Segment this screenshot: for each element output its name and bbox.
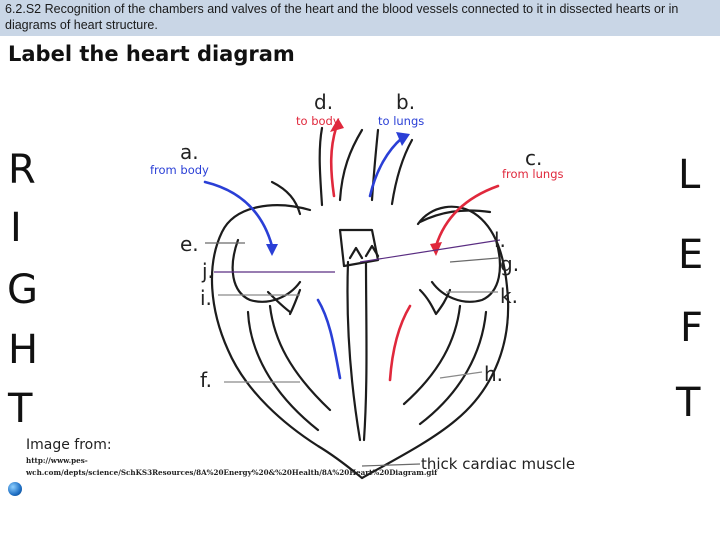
right-letter-g: G [7,267,38,313]
left-letter-t: T [676,380,701,426]
source-heading: Image from: [26,437,112,453]
right-ventricle-wall [246,310,320,432]
left-atrium-wall [430,238,502,303]
flow-from-body-arrowhead [266,244,278,256]
globe-icon[interactable] [8,482,22,496]
flow-left-ventricle-arrow [388,304,412,382]
right-letter-h: H [8,327,39,373]
label-j: j. [202,259,214,283]
pulmonary-vein [418,209,492,224]
semilunar-valve [348,244,380,260]
left-letter-l: L [678,152,701,198]
pointer-l [359,239,501,263]
label-l: l. [494,228,506,252]
left-letter-f: F [680,305,704,351]
sublabel-from-lungs: from lungs [502,167,564,181]
flow-to-body-arrowhead [330,118,344,132]
right-av-valve [266,288,302,316]
aorta-right-wall [338,128,364,202]
sublabel-from-body: from body [150,163,209,177]
pulmonary-trunk-left [370,128,380,202]
label-e: e. [180,232,199,256]
label-c: c. [525,146,543,170]
septum-left [346,260,362,442]
flow-to-lungs-arrow [368,136,404,198]
label-b: b. [396,90,416,114]
label-f: f. [200,368,212,392]
sublabel-to-body: to body [296,114,340,128]
label-a: a. [180,140,199,164]
flow-from-lungs-arrow [434,184,500,248]
right-letter-r: R [8,147,36,193]
flow-from-lungs-arrowhead [430,242,442,256]
banner-text: 6.2.S2 Recognition of the chambers and v… [5,2,679,32]
left-letter-e: E [678,232,704,278]
aorta-left-wall [318,126,324,207]
septum-right [362,260,368,442]
right-atrium-wall [231,238,302,303]
header-banner: 6.2.S2 Recognition of the chambers and v… [0,0,720,36]
source-url[interactable]: http://www.pes-wch.com/depts/science/Sch… [26,456,438,477]
right-letter-i: I [10,205,22,251]
label-i: i. [200,286,212,310]
cardiac-muscle-label: thick cardiac muscle [421,455,576,473]
sublabel-to-lungs: to lungs [378,114,425,128]
pulmonary-trunk-right [390,138,414,206]
septum-cap [338,228,380,268]
left-ventricle-wall [418,310,488,426]
inner-left-wall [402,304,462,406]
pointer-cardiac-muscle [361,463,421,467]
pointer-g [449,257,499,263]
label-d: d. [314,90,334,114]
flow-from-body-arrow [203,180,274,248]
pointer-h [439,371,483,379]
flow-to-lungs-arrowhead [396,132,410,146]
label-g: g. [500,252,520,276]
flow-to-body-arrow [329,126,338,198]
inner-right-wall [268,304,332,412]
vena-cava-top [270,180,302,216]
right-letter-t: T [8,386,33,432]
label-h: h. [484,362,504,386]
flow-right-ventricle-arrow [316,298,342,380]
heart-outline [210,204,510,480]
label-k: k. [500,284,518,308]
slide-title: Label the heart diagram [8,42,295,66]
